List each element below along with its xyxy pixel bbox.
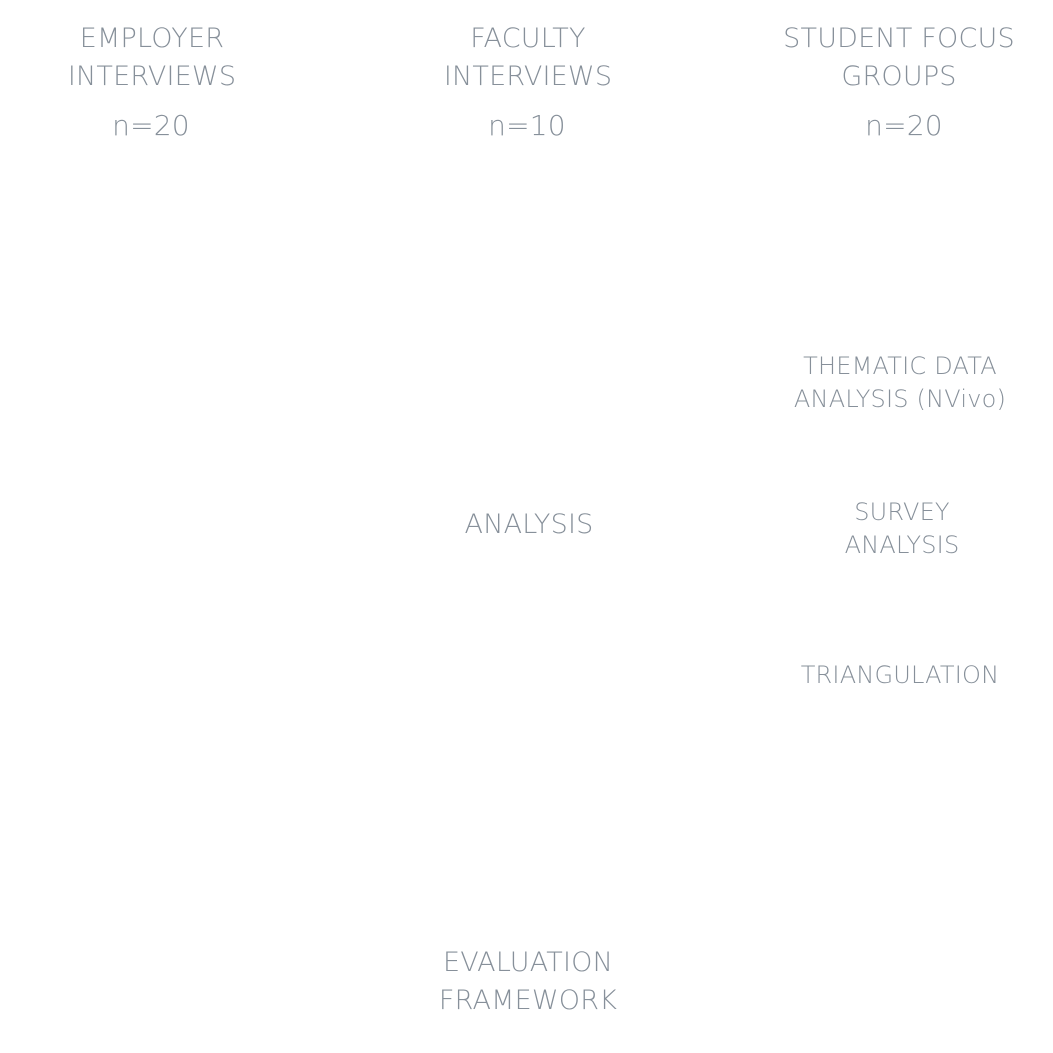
triangulation-label: TRIANGULATION xyxy=(800,661,1000,689)
faculty-interviews-label: FACULTY INTERVIEWS xyxy=(444,20,612,96)
faculty-interviews-line2: INTERVIEWS xyxy=(443,61,613,92)
student-focus-groups-line2: GROUPS xyxy=(841,61,957,92)
employer-sample-size: n=20 xyxy=(112,109,190,142)
survey-line1: SURVEY xyxy=(854,498,950,526)
thematic-data-analysis-label: THEMATIC DATA ANALYSIS (NVivo) xyxy=(794,350,1006,416)
employer-interviews-label: EMPLOYER INTERVIEWS xyxy=(68,20,236,96)
survey-line2: ANALYSIS xyxy=(844,531,960,559)
student-focus-groups-label: STUDENT FOCUS GROUPS xyxy=(783,20,1015,96)
faculty-interviews-line1: FACULTY xyxy=(470,23,586,54)
student-focus-groups-line1: STUDENT FOCUS xyxy=(783,23,1015,54)
framework-line2: FRAMEWORK xyxy=(438,985,618,1016)
evaluation-framework-label: EVALUATION FRAMEWORK xyxy=(439,944,617,1020)
analysis-label: ANALYSIS xyxy=(464,509,594,540)
employer-interviews-line1: EMPLOYER xyxy=(79,23,225,54)
survey-analysis-label: SURVEY ANALYSIS xyxy=(845,496,960,562)
framework-line1: EVALUATION xyxy=(442,947,613,978)
thematic-line2: ANALYSIS (NVivo) xyxy=(793,385,1007,413)
student-sample-size: n=20 xyxy=(865,109,943,142)
thematic-line1: THEMATIC DATA xyxy=(803,352,997,380)
employer-interviews-line2: INTERVIEWS xyxy=(67,61,237,92)
faculty-sample-size: n=10 xyxy=(488,109,566,142)
